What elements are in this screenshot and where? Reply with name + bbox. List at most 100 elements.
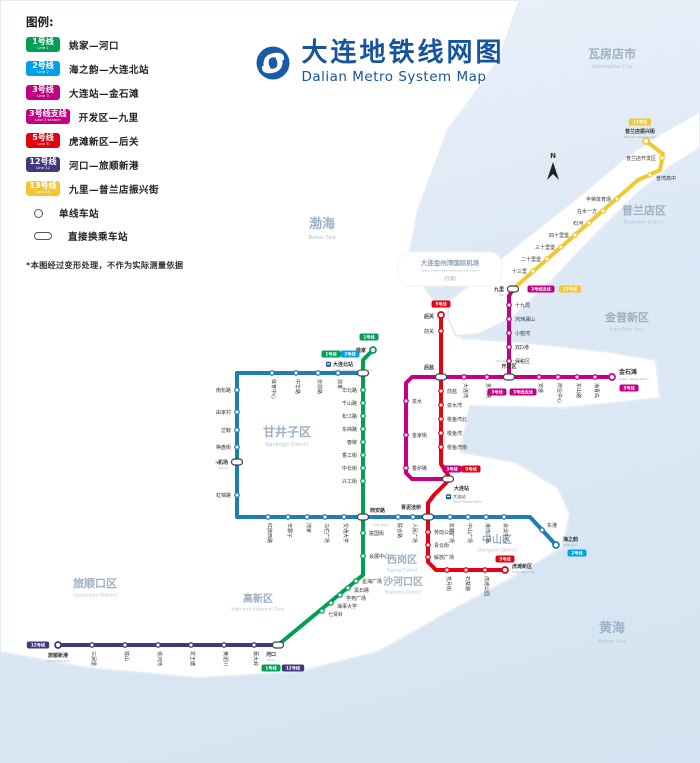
airport-box-title: 大连金州湾国际机场 [421, 258, 480, 267]
station-label-四十里堡: 四十里堡 [549, 232, 569, 239]
station-label-en: Lüshun New Port [46, 659, 70, 663]
station-label-虎滩公园: 虎滩公园 [483, 576, 490, 596]
station-label-七贤岭: 七贤岭 [328, 611, 343, 618]
station-label-兴工街: 兴工街 [342, 478, 357, 485]
station-label-劳动公园: 劳动公园 [434, 529, 454, 536]
station-label-金家街: 金家街 [412, 432, 427, 439]
station-三十里堡 [558, 244, 564, 250]
station-辛寨子 [285, 514, 291, 520]
station-label-辛寨子: 辛寨子 [286, 523, 293, 538]
station-前盐 [438, 388, 444, 394]
station-label-岔鞍: 岔鞍 [221, 427, 231, 434]
region-label-en: Zhongshan District [477, 548, 517, 553]
station-联合路 [395, 514, 401, 520]
station-友好广场 [447, 514, 453, 520]
airport-box-subtitle: Dalian Jinzhouwan International Airport [421, 269, 481, 273]
station-会议中心 [501, 514, 507, 520]
legend-route-label: 河口—旅顺新港 [69, 160, 140, 172]
station-label-开发区: 开发区 [501, 363, 516, 370]
line-number-badge [487, 388, 507, 396]
station-前关 [438, 328, 444, 334]
station-旅顺新港 [54, 641, 62, 649]
line-number-badge [26, 641, 50, 649]
line-number-badge-label: 3号线 [446, 466, 458, 473]
station-label-前盐: 前盐 [447, 388, 457, 395]
station-马栏广场 [322, 514, 328, 520]
station-label-普兰店振兴街: 普兰店振兴街 [625, 128, 655, 135]
legend-route-label: 开发区—九里 [78, 112, 139, 124]
line-number-badge-label: 2号线 [571, 550, 583, 557]
line-number-badge-label: 5号线 [499, 556, 511, 563]
region-label: 高新区 [243, 592, 273, 605]
station-label-小窑湾: 小窑湾 [515, 330, 530, 337]
station-label-en: Airport [218, 466, 228, 470]
station-南松路 [234, 387, 240, 393]
station-黑石礁 [345, 585, 351, 591]
station-label-会议中心: 会议中心 [502, 523, 509, 543]
station-label-机场: 机场 [217, 459, 228, 466]
station-label-双D港: 双D港 [515, 344, 529, 351]
railway-station-label: 大连站 [453, 493, 466, 500]
station-label-龙王塘: 龙王塘 [189, 651, 196, 666]
station-label-黄泥川: 黄泥川 [222, 651, 229, 666]
station-张前路 [315, 370, 321, 376]
legend-type-label: 直接换乘车站 [68, 232, 129, 243]
region-label: 普兰店区 [622, 203, 666, 217]
legend-route-label: 海之韵—大连北站 [69, 64, 150, 76]
station-label-旅顺新港: 旅顺新港 [47, 652, 69, 659]
station-青云街 [425, 542, 431, 548]
station-鸿玮澜山 [506, 316, 512, 322]
station-label-青泥洼桥: 青泥洼桥 [401, 504, 422, 511]
station-东港 [539, 527, 545, 533]
station-在水一方 [600, 208, 606, 214]
region-label-en: Wafangdian City [591, 64, 632, 70]
station-label-铁山: 铁山 [123, 651, 130, 661]
northeast-corridor [447, 108, 700, 338]
station-label-东山路: 东山路 [575, 383, 582, 398]
station-三涧堡 [89, 642, 95, 648]
station-label-大连湾: 大连湾 [462, 383, 469, 398]
station-泉水 [403, 398, 409, 404]
railway-station-icon [327, 363, 330, 365]
station-label-富国街: 富国街 [369, 530, 384, 537]
station-label-石河: 石河 [573, 220, 583, 227]
region-label: 中山区 [482, 533, 512, 546]
station-十三里 [530, 268, 536, 274]
line-number-badge-label: 2号线 [344, 351, 356, 358]
compass-needle-icon [547, 162, 559, 180]
station-虎滩公园 [482, 567, 488, 573]
region-label: 黄海 [599, 620, 625, 636]
station-东山路 [574, 374, 580, 380]
station-label-姚家: 姚家 [355, 347, 367, 354]
transfer-station-后盐 [434, 373, 448, 381]
station-label-en: Pulandian Zhenxing St. [624, 135, 657, 139]
station-label-春柳: 春柳 [347, 439, 357, 446]
station-东纬路 [360, 426, 366, 432]
transfer-station-河口 [271, 641, 285, 649]
station-大连湾 [461, 374, 467, 380]
transfer-station-icon [34, 232, 52, 240]
station-label-棋盘街: 棋盘街 [216, 444, 231, 451]
station-label-保税区: 保税区 [515, 358, 530, 365]
station-label-张前路: 张前路 [316, 379, 323, 394]
transfer-station-机场 [230, 458, 244, 466]
line-number-badge-label: 12号线 [286, 665, 301, 672]
station-人民广场 [410, 514, 416, 520]
station-秀月街 [444, 567, 450, 573]
station-label-联合路: 联合路 [396, 523, 403, 538]
station-富国街 [360, 530, 366, 536]
station-label-海事大学: 海事大学 [337, 603, 357, 610]
station-label-海之韵: 海之韵 [563, 536, 578, 543]
station-label-中华路: 中华路 [294, 379, 301, 394]
line-number-badge [340, 350, 360, 358]
station-label-千山路: 千山路 [342, 400, 357, 407]
station-label-十九局: 十九局 [515, 302, 530, 309]
station-label-中山广场: 中山广场 [466, 523, 473, 543]
station-双D港 [506, 344, 512, 350]
station-label-塔河湾: 塔河湾 [156, 651, 163, 666]
